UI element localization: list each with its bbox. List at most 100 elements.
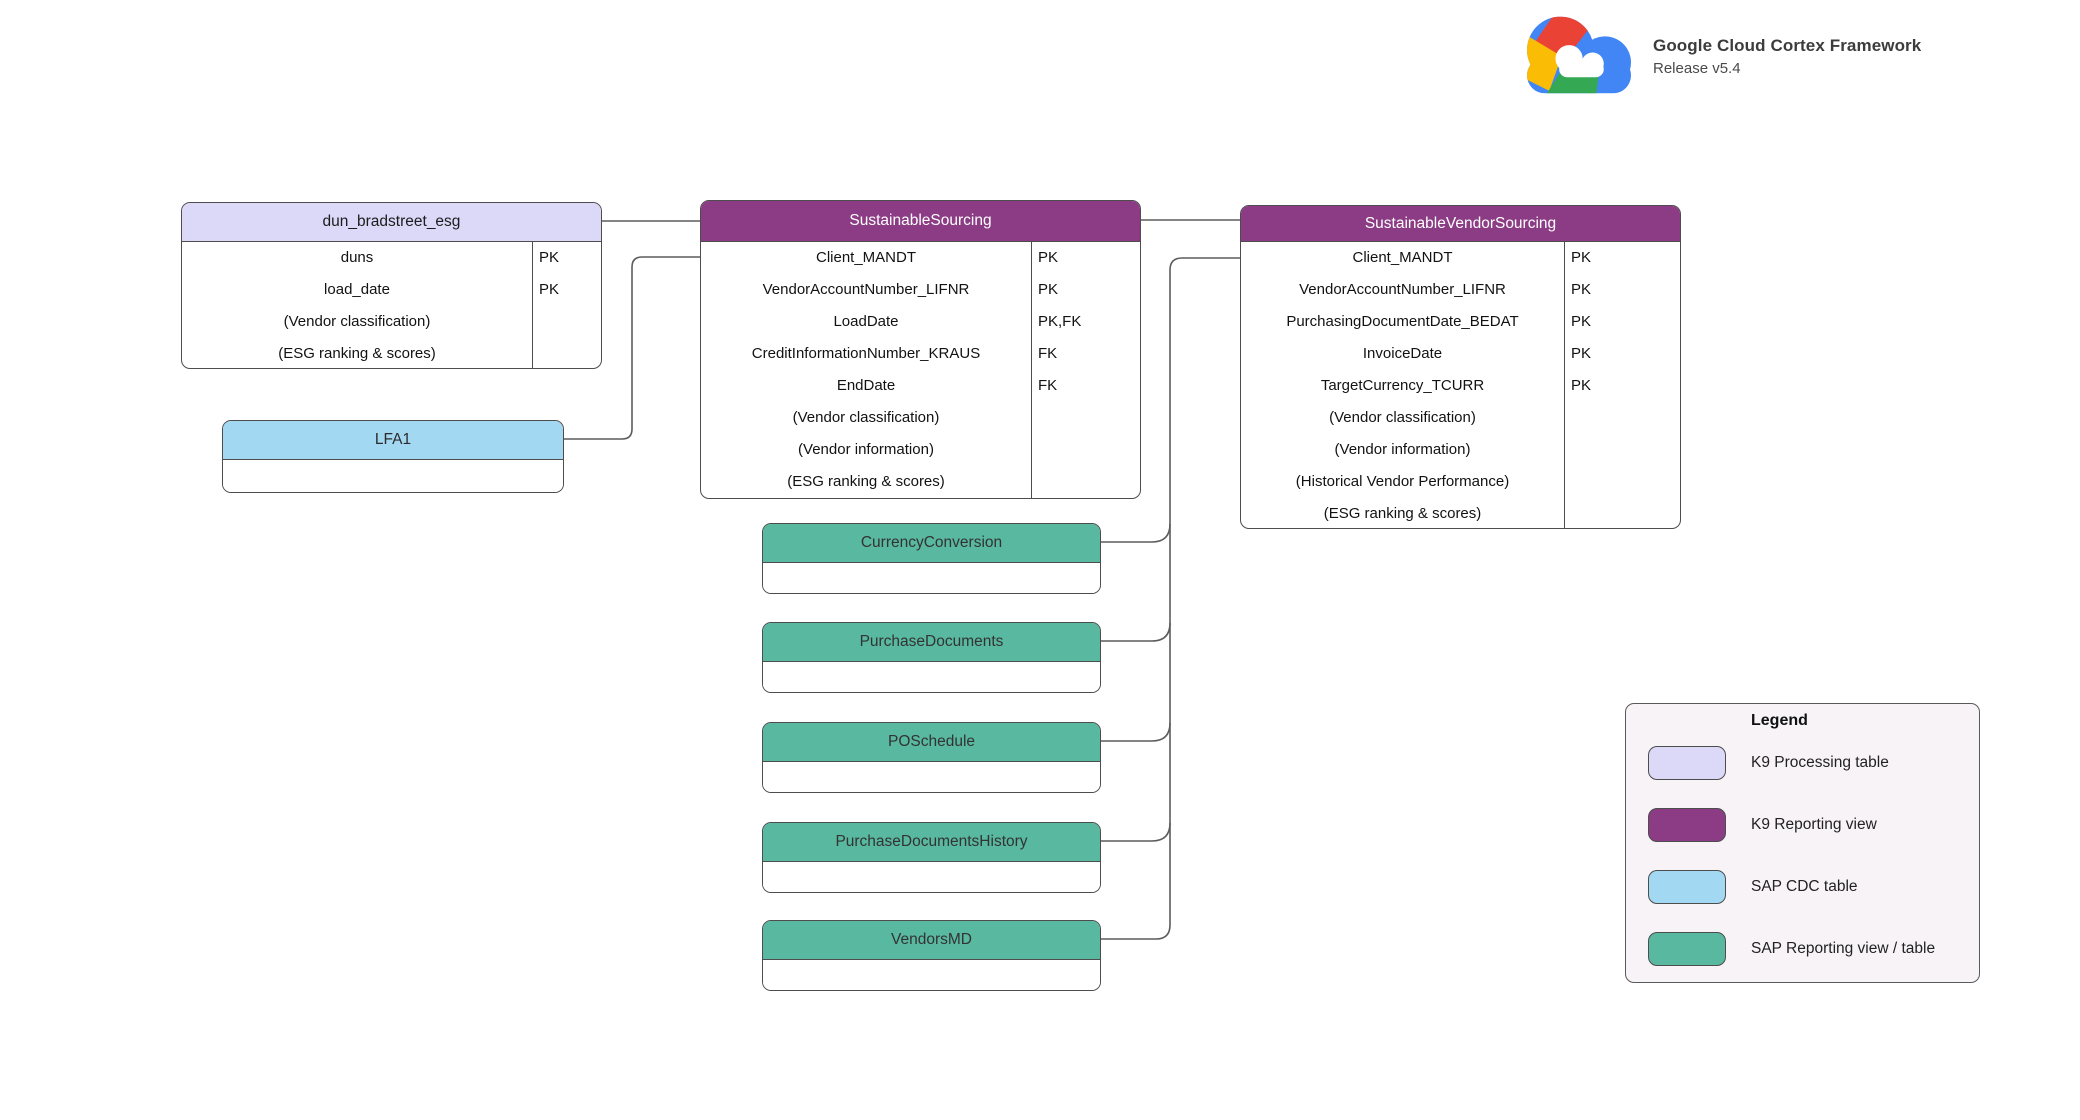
table-row: Client_MANDT PK	[701, 242, 1140, 274]
field-name: (Historical Vendor Performance)	[1295, 473, 1510, 490]
pk-column-divider	[532, 242, 533, 368]
field-key: PK	[1571, 249, 1592, 266]
field-name: (Vendor information)	[798, 441, 934, 458]
table-row: TargetCurrency_TCURR PK	[1241, 370, 1680, 402]
table-sustainable-sourcing: SustainableSourcing Client_MANDT PK Vendo…	[700, 200, 1141, 499]
table-row: VendorAccountNumber_LIFNR PK	[701, 274, 1140, 306]
field-name: (ESG ranking & scores)	[1323, 505, 1482, 522]
table-header: dun_bradstreet_esg	[182, 203, 601, 242]
table-purchase-documents: PurchaseDocuments	[762, 622, 1101, 693]
table-row: (Vendor classification)	[182, 306, 601, 338]
pk-column-divider	[1031, 242, 1032, 498]
field-key	[532, 306, 539, 338]
table-body-empty	[763, 762, 1100, 792]
field-name: duns	[340, 249, 374, 266]
legend-label: SAP CDC table	[1751, 878, 1858, 895]
table-header: LFA1	[223, 421, 563, 460]
field-name: VendorAccountNumber_LIFNR	[1299, 281, 1506, 298]
table-purchase-documents-history: PurchaseDocumentsHistory	[762, 822, 1101, 893]
field-key	[1564, 402, 1571, 434]
field-name: PurchasingDocumentDate_BEDAT	[1286, 313, 1519, 330]
table-row: (ESG ranking & scores)	[701, 466, 1140, 498]
legend-panel: Legend K9 Processing table K9 Reporting …	[1625, 703, 1980, 983]
google-cloud-logo-icon	[1527, 16, 1631, 94]
table-body-empty	[223, 460, 563, 492]
connector	[1101, 822, 1171, 842]
legend-swatch-k9-processing-table	[1648, 746, 1726, 780]
field-name: (Vendor classification)	[283, 313, 431, 330]
field-name: (Vendor information)	[1334, 441, 1471, 458]
legend-title: Legend	[1751, 712, 1808, 729]
table-row: InvoiceDate PK	[1241, 338, 1680, 370]
table-header: PurchaseDocumentsHistory	[763, 823, 1100, 862]
table-row: PurchasingDocumentDate_BEDAT PK	[1241, 306, 1680, 338]
table-header: VendorsMD	[763, 921, 1100, 960]
page-title: Google Cloud Cortex Framework	[1653, 36, 1922, 55]
connector	[1101, 622, 1171, 642]
field-key: PK	[1571, 377, 1592, 394]
field-key	[1031, 466, 1038, 498]
table-row: CreditInformationNumber_KRAUS FK	[701, 338, 1140, 370]
table-body-empty	[763, 563, 1100, 593]
table-body-empty	[763, 862, 1100, 892]
field-name: Client_MANDT	[1352, 249, 1453, 266]
field-key: FK	[1038, 377, 1058, 394]
field-key	[1031, 434, 1038, 466]
table-lfa1: LFA1	[222, 420, 564, 493]
table-row: (Vendor information)	[701, 434, 1140, 466]
connector	[1101, 523, 1171, 543]
field-key	[1564, 466, 1571, 498]
field-key: PK	[539, 249, 560, 266]
table-row: (Vendor classification)	[1241, 402, 1680, 434]
table-header: CurrencyConversion	[763, 524, 1100, 563]
field-key: PK	[1571, 345, 1592, 362]
table-header: PurchaseDocuments	[763, 623, 1100, 662]
field-name: CreditInformationNumber_KRAUS	[751, 345, 981, 362]
legend-label: SAP Reporting view / table	[1751, 940, 1936, 957]
field-name: InvoiceDate	[1362, 345, 1443, 362]
field-name: (Vendor classification)	[792, 409, 940, 426]
table-row: LoadDate PK,FK	[701, 306, 1140, 338]
table-header: SustainableVendorSourcing	[1241, 206, 1680, 242]
table-row: (Vendor information)	[1241, 434, 1680, 466]
connector	[1101, 722, 1171, 742]
pk-column-divider	[1564, 242, 1565, 528]
field-key	[532, 338, 539, 368]
table-row: (Vendor classification)	[701, 402, 1140, 434]
field-name: (Vendor classification)	[1329, 409, 1476, 426]
table-row: Client_MANDT PK	[1241, 242, 1680, 274]
table-body-empty	[763, 960, 1100, 990]
field-key: PK	[539, 281, 560, 298]
table-currency-conversion: CurrencyConversion	[762, 523, 1101, 594]
field-key: PK,FK	[1038, 313, 1082, 330]
table-header: SustainableSourcing	[701, 201, 1140, 242]
legend-label: K9 Processing table	[1751, 754, 1889, 771]
table-header: POSchedule	[763, 723, 1100, 762]
release-version: Release v5.4	[1653, 60, 1741, 77]
table-row: (ESG ranking & scores)	[1241, 498, 1680, 528]
field-name: LoadDate	[833, 313, 899, 330]
table-vendors-md: VendorsMD	[762, 920, 1101, 991]
field-key: FK	[1038, 345, 1058, 362]
field-name: EndDate	[836, 377, 896, 394]
table-body-empty	[763, 662, 1100, 692]
table-row: (ESG ranking & scores)	[182, 338, 601, 368]
table-row: EndDate FK	[701, 370, 1140, 402]
field-key: PK	[1571, 281, 1592, 298]
field-key: PK	[1038, 281, 1059, 298]
table-sustainable-vendor-sourcing: SustainableVendorSourcing Client_MANDT PK…	[1240, 205, 1681, 529]
field-name: Client_MANDT	[815, 249, 917, 266]
table-row: duns PK	[182, 242, 601, 274]
field-key: PK	[1571, 313, 1592, 330]
legend-swatch-k9-reporting-view	[1648, 808, 1726, 842]
field-name: (ESG ranking & scores)	[278, 345, 436, 362]
field-key: PK	[1038, 249, 1059, 266]
field-key	[1031, 402, 1038, 434]
field-name: VendorAccountNumber_LIFNR	[762, 281, 970, 298]
table-row: VendorAccountNumber_LIFNR PK	[1241, 274, 1680, 306]
field-key	[1564, 434, 1571, 466]
field-name: TargetCurrency_TCURR	[1320, 377, 1485, 394]
